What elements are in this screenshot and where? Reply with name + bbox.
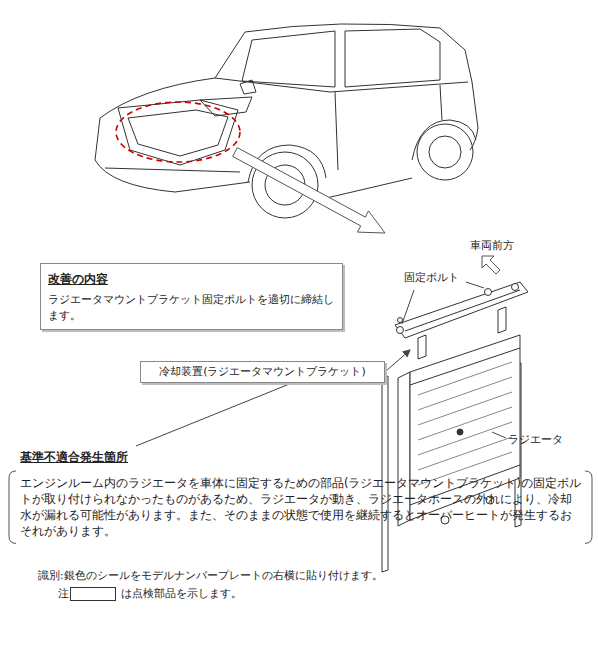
legend-swatch <box>70 587 116 601</box>
leader-connector <box>136 383 292 446</box>
pointer-arrow <box>233 148 385 233</box>
body-text: ラジエータマウントブラケット固定ボルトを適切に締結します。 <box>48 292 335 324</box>
legend-text: は点検部品を示します。 <box>121 587 242 601</box>
heading: 基準不適合発生箇所 <box>20 449 128 466</box>
bracket-right <box>585 471 592 543</box>
label: 車両前方 <box>470 239 514 253</box>
body-text: エンジンルーム内のラジエータを車体に固定するための部品(ラジエータマウントブラケ… <box>8 471 593 543</box>
bracket-left <box>9 471 16 543</box>
label: ラジエータ <box>508 433 563 447</box>
text-box: 冷却装置(ラジエータマウントブラケット) <box>140 361 385 383</box>
car-drawing <box>95 24 478 218</box>
leader-lines <box>386 282 506 438</box>
label: 識別:銀色のシールをモデルナンバープレートの右横に貼り付けます。 <box>38 569 383 583</box>
highlight-ellipse <box>116 102 240 162</box>
text-box: 改善の内容ラジエータマウントブラケット固定ボルトを適切に締結します。 <box>40 263 343 330</box>
bracket-note: 基準不適合発生箇所エンジンルーム内のラジエータを車体に固定するための部品(ラジエ… <box>8 446 593 543</box>
body-text: 冷却装置(ラジエータマウントブラケット) <box>147 364 378 380</box>
label: 固定ボルト <box>404 271 459 285</box>
radiator-drawing <box>382 282 528 572</box>
front-direction-arrow <box>482 256 500 274</box>
heading: 改善の内容 <box>48 271 108 288</box>
